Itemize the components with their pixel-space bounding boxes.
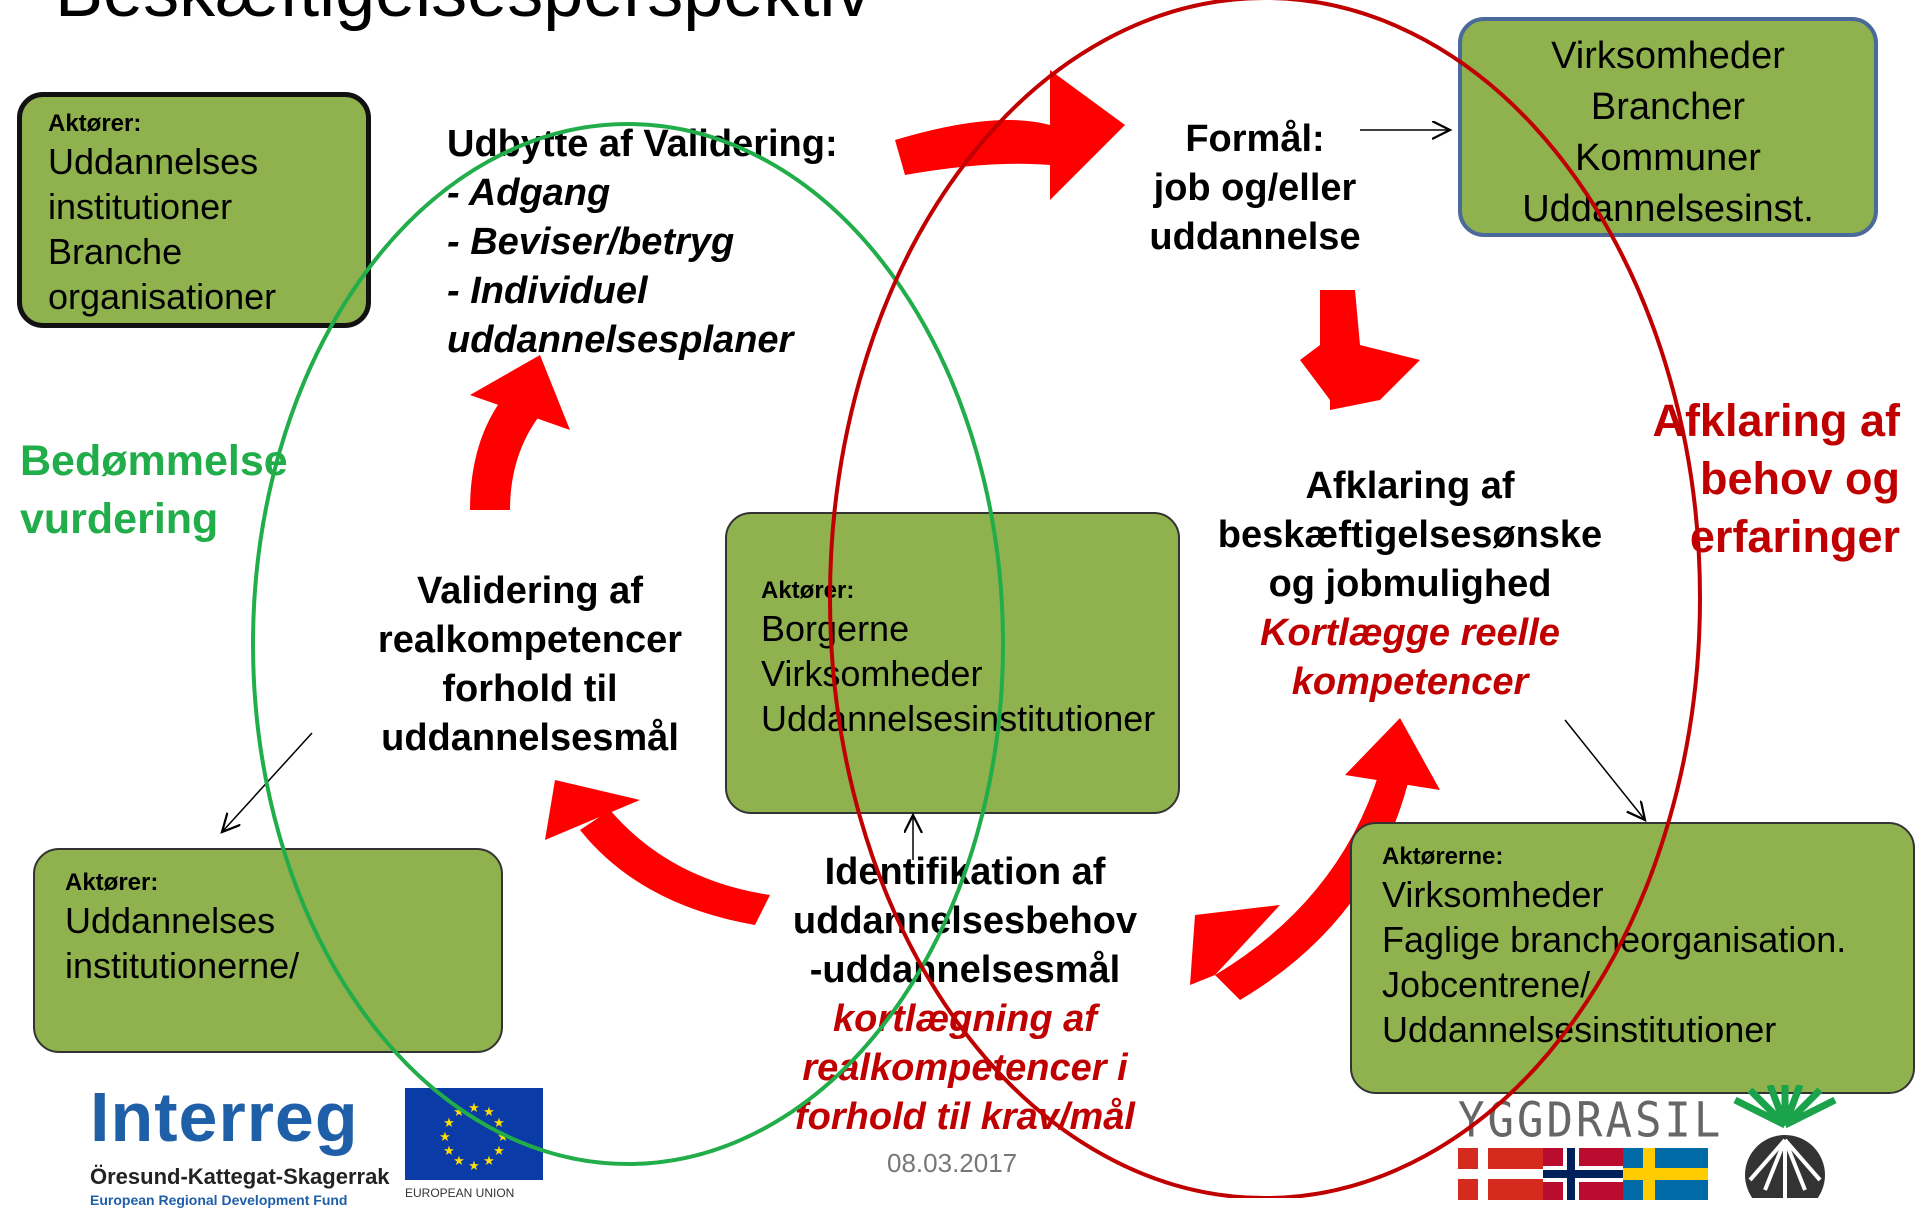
afklaring-side-label: Afklaring af behov og erfaringer [1652,392,1900,566]
formaal-line: Formål: [1185,118,1325,160]
actor-item: Uddannelses [48,141,259,182]
connector-afklaring [1564,719,1645,820]
arrow-left-curve-head [545,780,640,840]
eu-flag: ★★★ ★★★ ★★★ ★★★ [405,1088,543,1180]
arrow-top [895,120,1050,175]
bedommelse-line: vurdering [20,495,219,543]
identifikation-red-line: kortlægning af [833,998,1097,1040]
connector-validering [222,732,313,832]
actor-item: Faglige brancheorganisation. [1382,919,1847,960]
actor-item: Uddannelsesinst. [1522,188,1814,230]
actors-box-top-left: Aktører: Uddannelses institutioner Branc… [17,92,371,328]
nordic-flags-icon [1458,1148,1708,1200]
svg-text:★: ★ [493,1116,505,1131]
svg-text:★: ★ [497,1130,509,1145]
afklaring-side-line: erfaringer [1689,511,1900,562]
arrow-right-curve-tail [1190,905,1280,985]
actor-item: Jobcentrene/ [1382,964,1591,1005]
svg-text:★: ★ [453,1105,465,1120]
formaal-line: uddannelse [1149,216,1361,258]
formaal-line: job og/eller [1153,167,1357,209]
identifikation-red-line: forhold til krav/mål [795,1096,1135,1138]
arrow-down [1300,290,1420,410]
actor-item: Brancher [1590,86,1746,128]
actor-item: Uddannelses [65,900,276,941]
identifikation-line: uddannelsesbehov [792,900,1138,942]
identifikation-line: -uddannelsesmål [809,949,1121,991]
udbytte-item: - Individuel [447,270,648,312]
svg-text:★: ★ [453,1154,465,1169]
bedommelse-line: Bedømmelse [20,437,288,485]
yggdrasil-wordmark: YGGDRASIL [1458,1092,1724,1149]
tree-logo-icon [1730,1083,1840,1208]
actors-box-center: Aktører: Borgerne Virksomheder Uddannels… [725,512,1180,814]
interreg-logo: Interreg Öresund-Kattegat-Skagerrak Euro… [90,1082,390,1208]
interreg-fund: European Regional Development Fund [90,1192,348,1208]
date-label: 08.03.2017 [887,1148,1018,1178]
arrow-top-head [1050,70,1125,200]
svg-text:★: ★ [468,1159,480,1174]
afklaring-side-line: behov og [1700,453,1900,504]
actors-label: Aktører: [48,110,142,137]
actor-item: institutioner [48,186,233,227]
interreg-wordmark: Interreg [90,1078,359,1156]
svg-text:★: ★ [443,1144,455,1159]
actors-box-top-right: Virksomheder Brancher Kommuner Uddannels… [1458,17,1878,237]
actors-box-bottom-left: Aktører: Uddannelses institutionerne/ [33,848,503,1053]
actor-item: Borgerne [761,608,910,649]
yggdrasil-logo: YGGDRASIL [1458,1092,1724,1200]
afklaring-red-line: Kortlægge reelle [1260,612,1560,654]
interreg-region: Öresund-Kattegat-Skagerrak [90,1164,390,1189]
validering-line: uddannelsesmål [381,717,679,759]
afklaring-line: beskæftigelsesønske [1217,514,1603,556]
actor-item: Uddannelsesinstitutioner [761,698,1156,739]
actor-item: institutionerne/ [65,945,300,986]
svg-text:★: ★ [493,1144,505,1159]
afklaring-side-line: Afklaring af [1652,395,1900,446]
udbytte-heading: Udbytte af Validering: [447,123,838,165]
udbytte-item: - Beviser/betryg [447,221,735,263]
identifikation-line: Identifikation af [824,851,1106,893]
validering-line: forhold til [442,668,618,710]
arrow-up-curve-head [470,355,570,430]
eu-stars-icon: ★★★ ★★★ ★★★ ★★★ [439,1101,509,1174]
validering-block: Validering af realkompetencer forhold ti… [340,567,720,763]
afklaring-center-block: Afklaring af beskæftigelsesønske og jobm… [1180,462,1640,707]
actors-label: Aktører: [65,869,159,896]
slide-title: Beskæftigelsesperspektiv [55,0,871,32]
formaal-block: Formål: job og/eller uddannelse [1120,115,1390,262]
svg-text:★: ★ [483,1154,495,1169]
validering-line: realkompetencer [377,619,683,661]
arrow-up-curve [470,395,540,510]
arrow-right-curve-head [1345,718,1440,790]
svg-text:★: ★ [468,1101,480,1116]
udbytte-item: - Adgang [447,172,611,214]
actor-item: Virksomheder [1382,874,1604,915]
actor-item: organisationer [48,276,277,317]
bedommelse-label: Bedømmelse vurdering [20,432,288,548]
actors-box-bottom-right: Aktørerne: Virksomheder Faglige brancheo… [1350,822,1915,1094]
actor-item: Branche [48,231,183,272]
udbytte-block: Udbytte af Validering: - Adgang - Bevise… [447,120,838,365]
identifikation-block: Identifikation af uddannelsesbehov -udda… [745,848,1185,1142]
arrow-left-curve [580,810,770,925]
afklaring-line: og jobmulighed [1268,563,1552,605]
validering-line: Validering af [417,570,643,612]
afklaring-line: Afklaring af [1305,465,1515,507]
afklaring-red-line: kompetencer [1291,661,1529,703]
actor-item: Uddannelsesinstitutioner [1382,1009,1777,1050]
actor-item: Virksomheder [1551,35,1785,77]
identifikation-red-line: realkompetencer i [802,1047,1128,1089]
udbytte-item: uddannelsesplaner [447,319,794,361]
actor-item: Virksomheder [761,653,983,694]
actor-item: Kommuner [1575,137,1761,179]
eu-label: EUROPEAN UNION [405,1186,515,1200]
actors-label: Aktørerne: [1382,843,1504,870]
actors-label: Aktører: [761,577,855,604]
svg-text:★: ★ [439,1130,451,1145]
